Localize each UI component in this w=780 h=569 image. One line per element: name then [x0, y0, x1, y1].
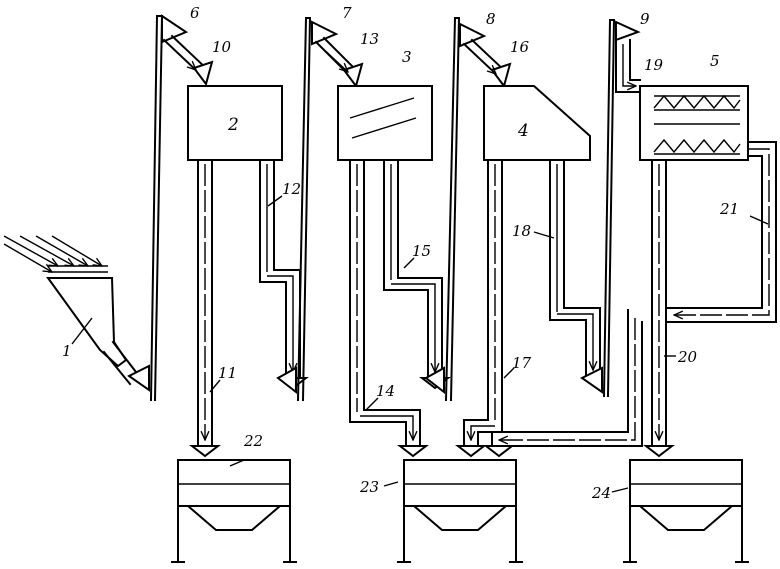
pipe-13 — [314, 36, 364, 89]
label-21: 21 — [719, 200, 739, 218]
label-3: 3 — [402, 48, 412, 66]
pipe-11 — [189, 159, 221, 458]
machine-2 — [187, 85, 283, 161]
pipe-19 — [615, 39, 641, 93]
label-24: 24 — [591, 484, 611, 502]
label-9: 9 — [640, 10, 650, 28]
feed-inlet-lines — [3, 235, 108, 272]
label-10: 10 — [212, 38, 232, 56]
label-7: 7 — [342, 4, 352, 22]
label-17: 17 — [512, 354, 532, 372]
elevator-8 — [424, 16, 487, 402]
elevator-9 — [580, 18, 641, 398]
label-20: 20 — [677, 348, 698, 366]
pipe-10 — [162, 34, 214, 87]
machine-5 — [639, 85, 749, 161]
pipe-18 — [549, 159, 601, 377]
label-4: 4 — [517, 121, 529, 141]
label-13: 13 — [360, 30, 379, 48]
pipe-21 — [667, 141, 777, 323]
machine-3 — [337, 85, 433, 161]
return-pipe-to-23 — [483, 309, 643, 458]
label-2: 2 — [227, 115, 239, 135]
machine-4 — [483, 85, 591, 161]
pipe-15 — [383, 159, 451, 390]
pipe-16 — [462, 38, 512, 89]
hopper-24 — [623, 459, 749, 563]
label-1: 1 — [62, 342, 72, 360]
label-8: 8 — [486, 10, 496, 28]
elevator-7 — [276, 16, 339, 402]
feed-hopper-1 — [46, 277, 141, 386]
label-22: 22 — [243, 432, 263, 450]
label-23: 23 — [359, 478, 379, 496]
label-16: 16 — [510, 38, 530, 56]
hopper-23 — [397, 459, 523, 563]
elevator-6 — [127, 14, 189, 402]
leader-lines — [71, 195, 769, 493]
label-6: 6 — [190, 4, 200, 22]
label-12: 12 — [282, 180, 301, 198]
label-14: 14 — [376, 382, 395, 400]
label-19: 19 — [644, 56, 664, 74]
label-15: 15 — [412, 242, 431, 260]
label-11: 11 — [218, 364, 237, 382]
pipe-14 — [349, 159, 429, 458]
pipe-17 — [455, 159, 503, 458]
label-18: 18 — [512, 222, 531, 240]
hopper-22 — [171, 459, 297, 563]
label-5: 5 — [710, 52, 720, 70]
pipe-20 — [643, 159, 675, 458]
